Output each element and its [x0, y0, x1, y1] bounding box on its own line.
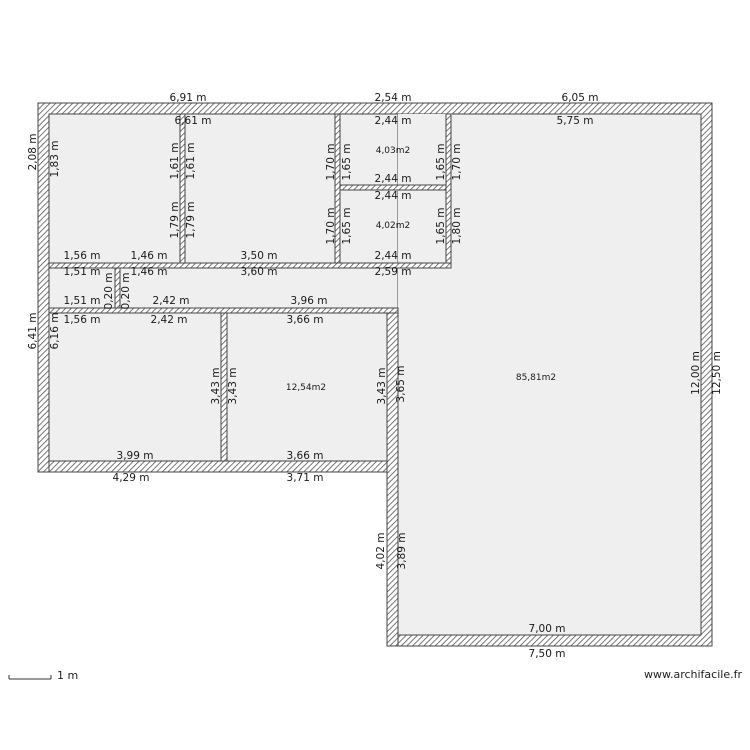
- room-bottom-middle: [226, 312, 388, 462]
- area-labels: 4,03m2 4,02m2 12,54m2 85,81m2: [286, 146, 556, 393]
- dimension-label: 1,51 m: [64, 295, 101, 307]
- dimension-label: 2,44 m: [375, 250, 412, 262]
- dimension-label: 1,70 m: [325, 144, 337, 181]
- dimension-label: 1,65 m: [435, 208, 447, 245]
- partition-wall-7: [48, 307, 399, 314]
- dimension-label: 6,61 m: [175, 115, 212, 127]
- dimension-label: 3,50 m: [241, 250, 278, 262]
- dimension-label: 1,83 m: [49, 141, 61, 178]
- dimension-label: 3,89 m: [396, 533, 408, 570]
- dimension-label: 12,50 m: [711, 351, 723, 395]
- room-area-label: 85,81m2: [516, 373, 556, 383]
- dimension-label: 3,43 m: [210, 368, 222, 405]
- dimension-label: 3,66 m: [287, 314, 324, 326]
- dimension-label: 3,43 m: [227, 368, 239, 405]
- dimension-labels: 6,91 m 2,54 m 6,05 m 6,61 m 2,44 m 5,75 m 2,08…: [27, 92, 723, 660]
- room-area-label: 4,03m2: [376, 146, 411, 156]
- dimension-label: 6,16 m: [49, 313, 61, 350]
- partition-wall-5: [48, 262, 452, 269]
- dimension-label: 1,79 m: [169, 202, 181, 239]
- dimension-label: 2,59 m: [375, 266, 412, 278]
- dimension-label: 2,44 m: [375, 190, 412, 202]
- dimension-label: 3,65 m: [395, 366, 407, 403]
- dimension-label: 1,65 m: [341, 144, 353, 181]
- room-floors: [48, 113, 702, 636]
- dimension-label: 3,60 m: [241, 266, 278, 278]
- room-top-middle: [184, 113, 336, 264]
- dimension-label: 1,61 m: [185, 143, 197, 180]
- dimension-label: 3,66 m: [287, 450, 324, 462]
- dimension-label: 3,71 m: [287, 472, 324, 484]
- dimension-label: 2,42 m: [151, 314, 188, 326]
- watermark: www.archifacile.fr: [644, 668, 742, 681]
- dimension-label: 3,43 m: [376, 368, 388, 405]
- room-area-label: 4,02m2: [376, 221, 411, 231]
- dimension-label: 1,80 m: [451, 208, 463, 245]
- dimension-label: 2,08 m: [27, 134, 39, 171]
- dimension-label: 6,91 m: [170, 92, 207, 104]
- partition-wall-4: [339, 184, 447, 191]
- dimension-label: 1,65 m: [341, 208, 353, 245]
- dimension-label: 2,42 m: [153, 295, 190, 307]
- interior-walls: [48, 113, 452, 647]
- partition-wall-9: [386, 312, 399, 647]
- dimension-label: 2,44 m: [375, 173, 412, 185]
- dimension-label: 7,00 m: [529, 623, 566, 635]
- dimension-label: 12,00 m: [690, 351, 702, 395]
- partition-wall-1: [179, 113, 186, 264]
- dimension-label: 6,05 m: [562, 92, 599, 104]
- dimension-label: 3,99 m: [117, 450, 154, 462]
- dimension-label: 1,46 m: [131, 266, 168, 278]
- dimension-label: 0,20 m: [103, 273, 115, 310]
- scale-bar: [8, 675, 52, 680]
- dimension-label: 5,75 m: [557, 115, 594, 127]
- scale-label: 1 m: [57, 669, 78, 682]
- dimension-label: 1,61 m: [169, 143, 181, 180]
- dimension-label: 3,96 m: [291, 295, 328, 307]
- dimension-label: 1,51 m: [64, 266, 101, 278]
- room-bedroom-top-left: [48, 113, 181, 264]
- dimension-label: 1,56 m: [64, 250, 101, 262]
- dimension-label: 4,29 m: [113, 472, 150, 484]
- dimension-label: 2,44 m: [375, 115, 412, 127]
- room-area-label: 12,54m2: [286, 383, 326, 393]
- dimension-label: 7,50 m: [529, 648, 566, 660]
- dimension-label: 2,54 m: [375, 92, 412, 104]
- dimension-label: 1,56 m: [64, 314, 101, 326]
- room-bottom-left: [48, 312, 222, 462]
- dimension-label: 1,79 m: [185, 202, 197, 239]
- dimension-label: 6,41 m: [27, 313, 39, 350]
- dimension-label: 4,02 m: [375, 533, 387, 570]
- dimension-label: 1,46 m: [131, 250, 168, 262]
- dimension-label: 1,70 m: [451, 144, 463, 181]
- dimension-label: 0,20 m: [120, 273, 132, 310]
- partition-wall-10: [48, 460, 388, 473]
- dimension-label: 1,65 m: [435, 144, 447, 181]
- dimension-label: 1,70 m: [325, 208, 337, 245]
